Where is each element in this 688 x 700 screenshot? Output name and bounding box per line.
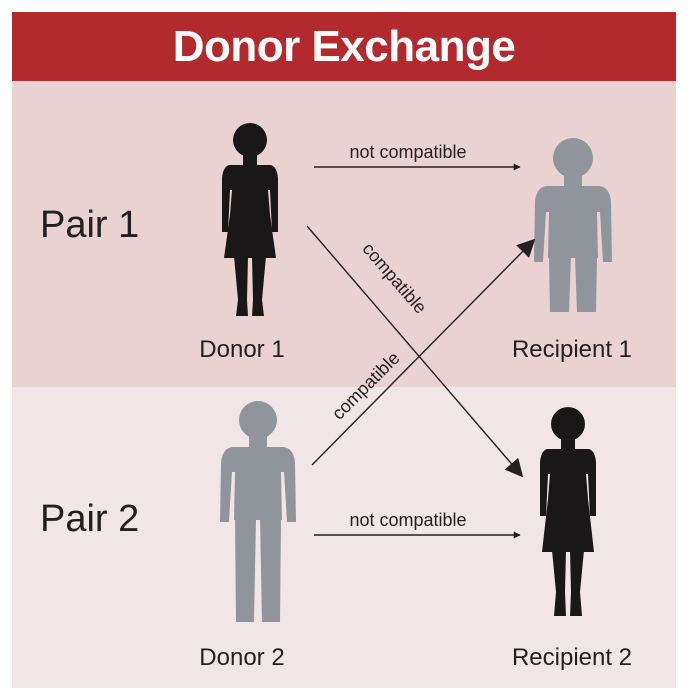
pair-1-arrow-label: not compatible bbox=[349, 142, 466, 162]
pair-2-arrow-label: not compatible bbox=[349, 510, 466, 530]
donor-2-figure bbox=[220, 401, 296, 622]
pair-1-label: Pair 1 bbox=[40, 204, 140, 246]
donor-1-cross-label: compatible bbox=[358, 239, 430, 318]
recipient-1-label: Recipient 1 bbox=[511, 336, 633, 363]
recipient-1-figure bbox=[534, 138, 612, 312]
pair-2-label: Pair 2 bbox=[40, 498, 140, 540]
title-banner: Donor Exchange bbox=[12, 12, 676, 81]
recipient-2-figure bbox=[540, 407, 596, 616]
donor-2-label: Donor 2 bbox=[199, 644, 285, 671]
recipient-2-label: Recipient 2 bbox=[511, 644, 633, 671]
figure-title: Donor Exchange bbox=[172, 21, 516, 71]
donor-1-to-recipient-2-arrow bbox=[306, 225, 524, 478]
donor-1-figure bbox=[222, 123, 278, 316]
donor-2-cross-label: compatible bbox=[328, 348, 404, 424]
donor-1-label: Donor 1 bbox=[199, 336, 285, 363]
donor-2-to-recipient-1-arrow bbox=[311, 238, 536, 466]
